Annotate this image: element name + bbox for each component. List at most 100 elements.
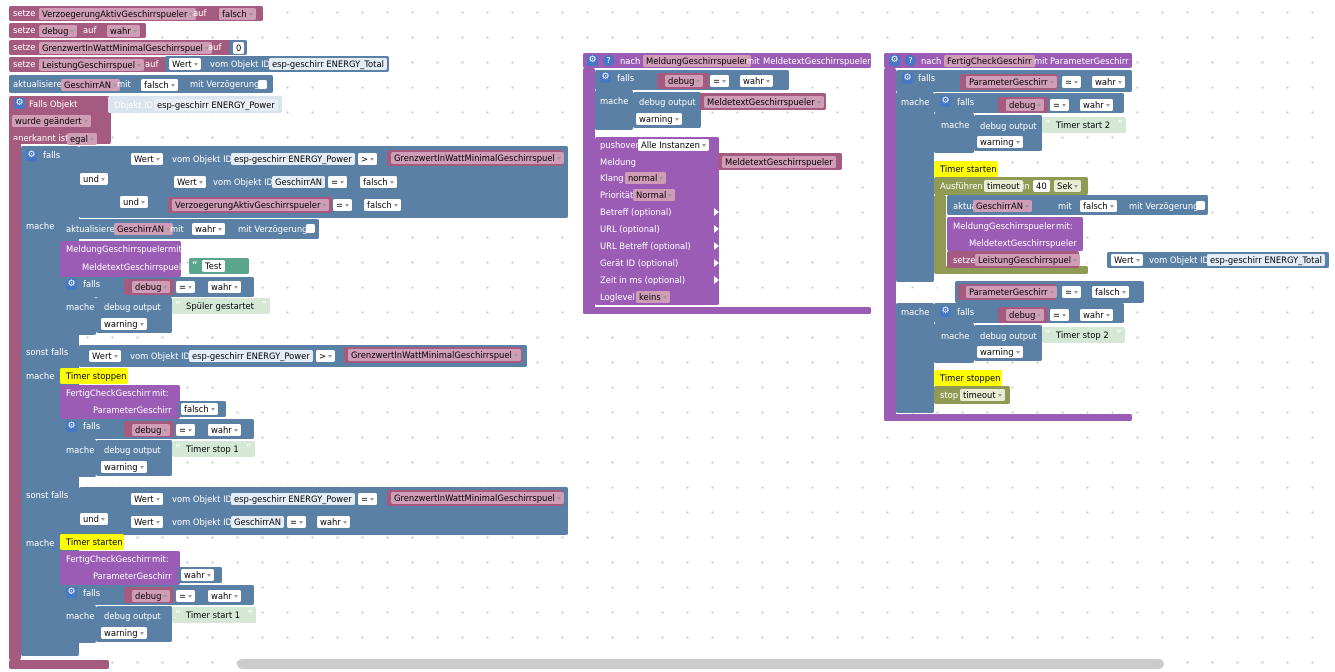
var-geschirran-dropdown[interactable]: GeschirrAN: [973, 200, 1032, 212]
timeout-seconds-field[interactable]: 40: [1033, 180, 1050, 192]
operator-gt-dropdown[interactable]: >: [358, 153, 378, 165]
log-level-dropdown[interactable]: warning: [636, 113, 682, 125]
wert-dropdown[interactable]: Wert: [174, 176, 206, 188]
string-value[interactable]: Spüler gestartet: [186, 301, 254, 311]
operator-eq-dropdown[interactable]: =: [1062, 286, 1082, 298]
gear-icon[interactable]: ⚙: [66, 279, 77, 290]
loglevel-dropdown[interactable]: keins: [636, 291, 670, 303]
string-value[interactable]: Timer stop 1: [186, 444, 239, 454]
wert-dropdown[interactable]: Wert: [1111, 254, 1143, 266]
var-grenzwert-dropdown[interactable]: GrenzwertInWattMinimalGeschirrspuel: [348, 349, 521, 361]
gear-icon[interactable]: ⚙: [26, 150, 37, 161]
delay-checkbox[interactable]: [1196, 201, 1205, 210]
var-verzoegerung-dropdown[interactable]: VerzoegerungAktivGeschirrspueler: [39, 8, 197, 20]
object-id-field[interactable]: esp-geschirr ENERGY_Power: [231, 153, 355, 165]
var-verzoegerung-dropdown[interactable]: VerzoegerungAktivGeschirrspueler: [172, 199, 330, 211]
instance-dropdown[interactable]: Alle Instanzen: [638, 139, 709, 151]
value-falsch-dropdown[interactable]: falsch: [1080, 200, 1117, 212]
call-fertigcheck-block[interactable]: [60, 551, 180, 585]
number-field[interactable]: 0: [233, 42, 245, 54]
var-meldetext-field[interactable]: MeldetextGeschirrspueler: [722, 156, 836, 168]
value-wahr-dropdown[interactable]: wahr: [208, 424, 241, 436]
und-dropdown[interactable]: und: [80, 173, 108, 185]
delay-checkbox[interactable]: [258, 80, 267, 89]
object-id-field[interactable]: GeschirrAN: [272, 176, 325, 188]
string-test-block[interactable]: “Test: [189, 258, 249, 274]
string-value[interactable]: Timer stop 2: [1056, 330, 1109, 340]
gear-icon[interactable]: ⚙: [14, 98, 25, 109]
timeout-name-field[interactable]: timeout: [984, 180, 1023, 192]
call-fertigcheck-block[interactable]: [60, 385, 180, 419]
trigger-mode-dropdown[interactable]: wurde geändert: [12, 115, 91, 127]
var-grenzwert-dropdown[interactable]: GrenzwertInWattMinimalGeschirrspuel: [391, 492, 564, 504]
string-value[interactable]: Test: [202, 260, 225, 272]
string-value[interactable]: Timer start 1: [186, 610, 241, 620]
call-meldung-block[interactable]: [60, 241, 181, 277]
var-debug-dropdown[interactable]: debug: [665, 75, 704, 87]
wert-dropdown[interactable]: Wert: [89, 350, 121, 362]
log-level-dropdown[interactable]: warning: [977, 136, 1023, 148]
var-geschirran-dropdown[interactable]: GeschirrAN: [61, 79, 120, 91]
gear-icon[interactable]: ⚙: [940, 96, 951, 107]
object-id-field[interactable]: esp-geschirr ENERGY_Total: [269, 58, 387, 70]
operator-eq-dropdown[interactable]: =: [333, 199, 353, 211]
value-falsch-dropdown[interactable]: falsch: [1092, 286, 1129, 298]
wert-dropdown[interactable]: Wert: [131, 153, 163, 165]
operator-eq-dropdown[interactable]: =: [710, 75, 730, 87]
string-block[interactable]: “Timer start 1”: [172, 607, 257, 623]
var-grenzwert-dropdown[interactable]: GrenzwertInWattMinimalGeschirrspuel: [391, 152, 564, 164]
time-unit-dropdown[interactable]: Sek: [1054, 180, 1082, 192]
value-wahr-dropdown[interactable]: wahr: [1080, 309, 1113, 321]
var-debug-dropdown[interactable]: debug: [132, 424, 171, 436]
wert-dropdown[interactable]: Wert: [169, 58, 201, 70]
timer-starten-block[interactable]: [60, 534, 124, 550]
gear-icon[interactable]: ⚙: [889, 55, 900, 66]
operator-eq-dropdown[interactable]: =: [1050, 309, 1070, 321]
var-debug-dropdown[interactable]: debug: [132, 281, 171, 293]
procedure-name-field[interactable]: MeldungGeschirrspueler: [643, 55, 752, 67]
gear-icon[interactable]: ⚙: [902, 73, 913, 84]
und-dropdown[interactable]: und: [80, 513, 108, 525]
value-falsch-dropdown[interactable]: falsch: [219, 8, 256, 20]
var-leistung-dropdown[interactable]: LeistungGeschirrspuel: [39, 59, 145, 71]
string-block[interactable]: “Timer stop 2”: [1042, 327, 1125, 343]
value-wahr-dropdown[interactable]: wahr: [1092, 76, 1125, 88]
und-dropdown[interactable]: und: [120, 196, 148, 208]
var-leistung-dropdown[interactable]: LeistungGeschirrspuel: [975, 254, 1081, 266]
ack-dropdown[interactable]: egal: [67, 133, 97, 145]
gear-icon[interactable]: ⚙: [600, 72, 611, 83]
operator-gt-dropdown[interactable]: >: [316, 350, 336, 362]
wert-dropdown[interactable]: Wert: [131, 493, 163, 505]
object-id-field[interactable]: esp-geschirr ENERGY_Total: [1207, 254, 1325, 266]
operator-eq-dropdown[interactable]: =: [176, 281, 196, 293]
value-falsch-dropdown[interactable]: falsch: [360, 176, 397, 188]
operator-eq-dropdown[interactable]: =: [176, 590, 196, 602]
var-parameter-dropdown[interactable]: ParameterGeschirr: [966, 286, 1057, 298]
value-wahr-dropdown[interactable]: wahr: [208, 281, 241, 293]
timer-stoppen-block[interactable]: [60, 368, 128, 384]
var-debug-dropdown[interactable]: debug: [132, 590, 171, 602]
string-block[interactable]: “Timer start 2”: [1042, 117, 1127, 133]
value-wahr-dropdown[interactable]: wahr: [1080, 99, 1113, 111]
var-debug-dropdown[interactable]: debug: [1006, 99, 1045, 111]
operator-eq-dropdown[interactable]: =: [358, 493, 378, 505]
var-grenzwert-dropdown[interactable]: GrenzwertInWattMinimalGeschirrspuel: [39, 42, 212, 54]
value-wahr-dropdown[interactable]: wahr: [740, 75, 773, 87]
timer-stoppen-block[interactable]: [934, 370, 1002, 386]
help-icon[interactable]: ?: [603, 55, 614, 66]
var-debug-dropdown[interactable]: debug: [39, 25, 78, 37]
timeout-name-dropdown[interactable]: timeout: [960, 389, 1005, 401]
operator-eq-dropdown[interactable]: =: [1062, 76, 1082, 88]
var-geschirran-dropdown[interactable]: GeschirrAN: [114, 223, 173, 235]
var-meldetext-dropdown[interactable]: MeldetextGeschirrspueler: [704, 96, 824, 108]
wert-dropdown[interactable]: Wert: [131, 516, 163, 528]
value-wahr-dropdown[interactable]: wahr: [192, 223, 225, 235]
value-wahr-dropdown[interactable]: wahr: [181, 569, 214, 581]
string-block[interactable]: “Spüler gestartet”: [172, 298, 270, 314]
timer-starten-block[interactable]: [934, 161, 998, 177]
var-debug-dropdown[interactable]: debug: [1006, 309, 1045, 321]
string-value[interactable]: Timer start 2: [1056, 120, 1111, 130]
gear-icon[interactable]: ⚙: [940, 306, 951, 317]
delay-checkbox[interactable]: [306, 224, 315, 233]
sound-dropdown[interactable]: normal: [625, 172, 667, 184]
